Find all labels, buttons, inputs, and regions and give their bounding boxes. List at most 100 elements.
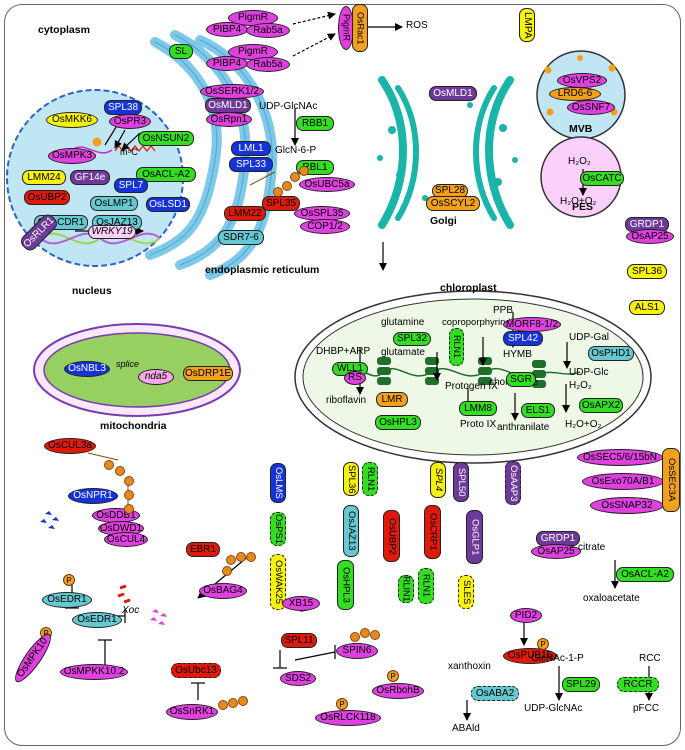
als1: ALS1 xyxy=(629,300,665,315)
pibp4-1: PIBP4 xyxy=(206,22,248,37)
osps1: OsPS1 xyxy=(270,512,286,546)
oshpl3-vertical: OsHPL3 xyxy=(337,560,354,610)
lmr: LMR xyxy=(376,392,408,407)
osdrp1e: OsDRP1E xyxy=(183,366,233,381)
osacla2-nucleus: OsACL-A2 xyxy=(136,167,196,182)
oscul3a: OsCUL3a xyxy=(44,438,96,454)
ossnf7: OsSNF7 xyxy=(567,100,615,115)
ub-bead xyxy=(246,552,256,562)
osap25-b: OsAP25 xyxy=(531,544,581,559)
spl29: SPL29 xyxy=(562,677,600,692)
ub-bead xyxy=(226,555,236,565)
hymb-label: HYMB xyxy=(503,349,532,360)
protogen-label: Protogen IX xyxy=(445,381,498,392)
sdr76: SDR7-6 xyxy=(218,230,264,245)
splice-label: splice xyxy=(116,359,140,369)
lrd66: LRD6-6 xyxy=(549,87,601,101)
osphd1: OsPHD1 xyxy=(588,346,634,361)
osvps2: OsVPS2 xyxy=(557,73,607,88)
dhbp-label: DHBP+ARP xyxy=(316,346,371,357)
osexo70a: OsExo70A/B1 xyxy=(582,473,664,490)
rccr: RCCR xyxy=(617,677,659,692)
ppb-label: PPB xyxy=(493,305,514,316)
proto-label: Proto IX xyxy=(460,419,497,430)
oscrp1: OsCRP1 xyxy=(424,505,441,559)
golgi-stack xyxy=(378,76,514,229)
osglp1: OsGLP1 xyxy=(466,510,483,564)
osaba2: OsABA2 xyxy=(471,686,519,701)
mvb-title: MVB xyxy=(569,123,593,135)
ospr3: OsPR3 xyxy=(109,114,151,129)
ub-bead xyxy=(228,698,238,708)
oshpl3-chloroplast: OsHPL3 xyxy=(375,415,421,430)
osscyl2: OsSCYL2 xyxy=(426,196,480,211)
coproporphyrin-label: coproporphyrin III xyxy=(442,317,516,328)
glcn6p-label: GlcN-6-P xyxy=(275,145,317,156)
ospub15: OsPUB15 xyxy=(503,648,557,664)
cytoplasm-title: cytoplasm xyxy=(38,24,90,36)
els1: ELS1 xyxy=(521,403,555,418)
osedr1-a: OsEDR1 xyxy=(42,592,92,608)
spl38: SPL38 xyxy=(104,100,142,115)
osmld1-golgi: OsMLD1 xyxy=(429,86,477,101)
rbb1: RBB1 xyxy=(296,116,334,131)
rab5a-1: Rab5a xyxy=(246,23,290,38)
golgi-vesicles xyxy=(377,102,518,201)
oslsd1: OsLSD1 xyxy=(146,197,190,212)
rcc-label: RCC xyxy=(639,653,661,664)
figure-frame xyxy=(4,4,681,746)
xb15: XB15 xyxy=(282,596,320,611)
oslms: OsLMS xyxy=(270,463,286,503)
chloroplast-title: chloroplast xyxy=(440,282,497,294)
ub-bead xyxy=(350,632,360,642)
ub-bead xyxy=(282,181,292,191)
osmpkk10-2: OsMPKK10.2 xyxy=(60,664,128,680)
glutamate-label: glutamate xyxy=(381,347,425,358)
osmkk6: OsMKK6 xyxy=(46,112,98,128)
osapx2: OsAPX2 xyxy=(579,398,623,413)
xoc-label: Xoc xyxy=(122,605,140,616)
lmpa: LMPA xyxy=(519,8,535,42)
ub-bead xyxy=(236,552,246,562)
degradation-fragments xyxy=(40,511,167,625)
osrpn1: OsRpn1 xyxy=(206,112,252,127)
glcnac1p-label: GlcNAc-1-P xyxy=(531,653,584,664)
ros-label: ROS xyxy=(406,20,428,31)
spl33: SPL33 xyxy=(229,157,273,172)
spl35: SPL35 xyxy=(262,196,300,211)
udp-glcnac-er-label: UDP-GlcNAc xyxy=(259,101,318,112)
osubp2-nucleus: OsUBP2 xyxy=(24,190,70,205)
golgi-title: Golgi xyxy=(430,215,457,227)
mvb-vesicles xyxy=(544,55,618,116)
osjaz13-vertical: OsJAZ13 xyxy=(343,505,359,557)
abald-label: ABAld xyxy=(452,723,480,734)
osrlck118: OsRLCK118 xyxy=(315,710,381,726)
pid2: PID2 xyxy=(510,608,542,623)
phospho-marker: P xyxy=(63,574,75,586)
morf812: MORF8-1/2 xyxy=(503,317,561,332)
osserk12: OsSERK1/2 xyxy=(200,84,264,99)
pigmr-1: PigmR xyxy=(228,10,278,26)
udp-glc-label: UDP-Glc xyxy=(569,367,609,378)
pfcc-label: pFCC xyxy=(633,703,660,714)
rs: RS xyxy=(344,371,366,385)
ossnrk1: OsSnRK1 xyxy=(166,704,218,720)
cop12: COP1/2 xyxy=(300,219,350,234)
ub-bead xyxy=(238,696,248,706)
pibp4-2: PIBP4 xyxy=(206,56,248,71)
sds2: SDS2 xyxy=(280,671,316,686)
ub-bead xyxy=(370,630,380,640)
oswak25: OsWAK25 xyxy=(270,554,286,610)
spin6: SPIN6 xyxy=(336,643,378,659)
udp-gal-label: UDP-Gal xyxy=(569,332,610,343)
osnbl3: OsNBL3 xyxy=(64,361,110,377)
phospho-marker: P xyxy=(537,638,549,650)
rln1-chloroplast: RLN1 xyxy=(449,328,464,366)
phospho-marker: P xyxy=(336,698,348,710)
sl: SL xyxy=(169,44,193,59)
ub-bead xyxy=(124,476,134,486)
ebr1: EBR1 xyxy=(186,542,220,557)
ossec5-6-15bn: OsSEC5/6/15bN xyxy=(577,449,663,466)
ub-bead xyxy=(218,700,228,710)
osrbohb: OsRbohB xyxy=(372,683,424,699)
